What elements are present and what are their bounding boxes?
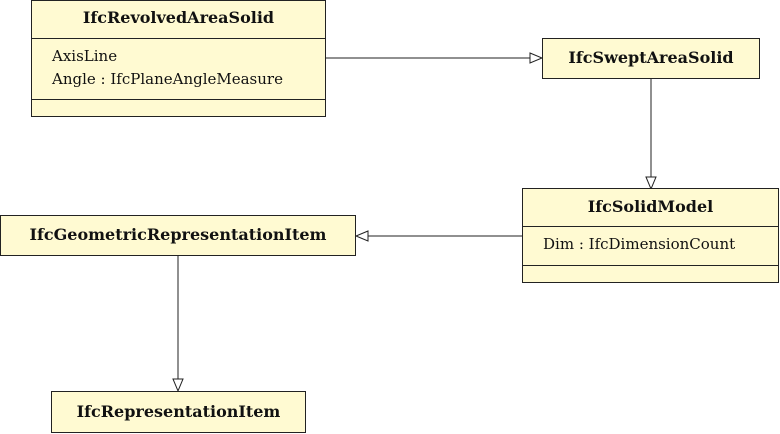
class-operations: [32, 99, 325, 116]
class-name: IfcSolidModel: [587, 197, 714, 216]
class-attributes: AxisLine Angle : IfcPlaneAngleMeasure: [32, 38, 325, 99]
generalization-arrowhead-icon: [172, 378, 184, 393]
class-name: IfcSweptAreaSolid: [568, 48, 734, 67]
generalization-arrowhead-icon: [645, 176, 657, 191]
edge-geometric-to-representation: [172, 256, 184, 393]
class-ifc-revolved-area-solid[interactable]: IfcRevolvedAreaSolid AxisLine Angle : If…: [31, 0, 326, 117]
class-operations: [523, 265, 778, 282]
class-ifc-solid-model[interactable]: IfcSolidModel Dim : IfcDimensionCount: [522, 188, 779, 283]
class-ifc-representation-item[interactable]: IfcRepresentationItem: [51, 391, 306, 433]
edge-revolved-to-swept: [326, 52, 544, 64]
class-attributes: Dim : IfcDimensionCount: [523, 226, 778, 265]
class-name: IfcRevolvedAreaSolid: [82, 8, 275, 27]
attribute: Dim : IfcDimensionCount: [543, 235, 736, 253]
generalization-arrowhead-icon: [354, 230, 369, 242]
class-ifc-swept-area-solid[interactable]: IfcSweptAreaSolid: [542, 38, 760, 79]
attribute: Angle : IfcPlaneAngleMeasure: [52, 70, 283, 88]
edge-swept-to-solid: [645, 79, 657, 191]
class-ifc-geometric-representation-item[interactable]: IfcGeometricRepresentationItem: [0, 215, 356, 256]
class-name: IfcGeometricRepresentationItem: [29, 225, 327, 244]
edge-solid-to-geometric: [354, 230, 522, 242]
class-name: IfcRepresentationItem: [76, 402, 281, 421]
attribute: AxisLine: [52, 47, 118, 65]
generalization-arrowhead-icon: [529, 52, 544, 64]
